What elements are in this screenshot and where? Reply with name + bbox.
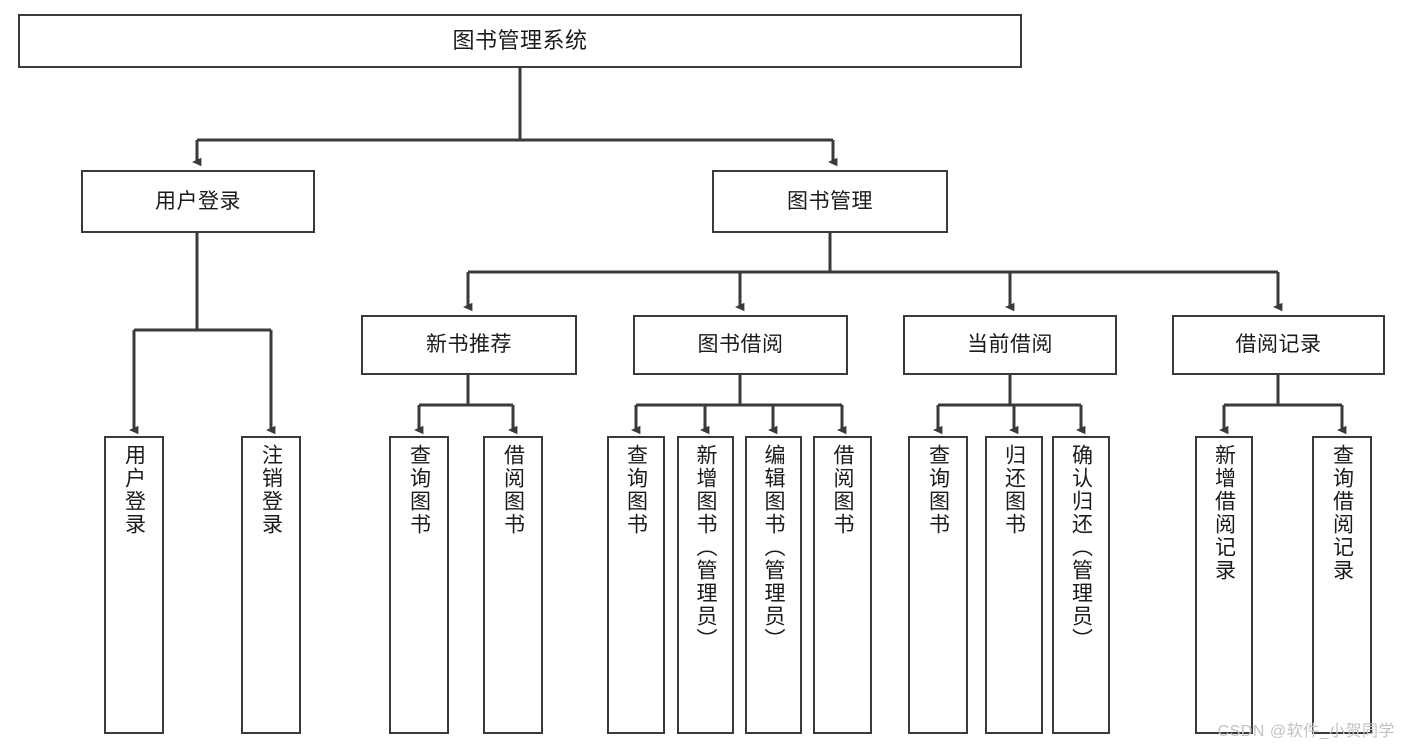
node-book-borrow-label: 图书借阅	[697, 333, 784, 357]
node-leaf-query-book-3[interactable]: 查询图书	[908, 436, 968, 734]
node-user-login-label: 用户登录	[155, 189, 241, 213]
node-leaf-query-record-label: 查询借阅记录	[1330, 444, 1354, 582]
node-leaf-query-book-1[interactable]: 查询图书	[389, 436, 449, 734]
node-book-borrow[interactable]: 图书借阅	[633, 315, 848, 375]
node-leaf-query-book-2-label: 查询图书	[624, 444, 648, 536]
node-leaf-borrow-book-1-label: 借阅图书	[501, 444, 525, 536]
node-leaf-user-login[interactable]: 用户登录	[104, 436, 164, 734]
node-new-book-rec[interactable]: 新书推荐	[361, 315, 577, 375]
node-leaf-add-book-label: 新增图书（管理员）	[694, 444, 717, 651]
node-leaf-confirm-return-label: 确认归还（管理员）	[1069, 444, 1093, 651]
node-current-borrow-label: 当前借阅	[967, 333, 1053, 357]
node-leaf-borrow-book-2[interactable]: 借阅图书	[813, 436, 872, 734]
node-root[interactable]: 图书管理系统	[18, 14, 1022, 68]
node-leaf-query-record[interactable]: 查询借阅记录	[1312, 436, 1372, 734]
node-root-label: 图书管理系统	[452, 27, 588, 53]
node-leaf-add-record-label: 新增借阅记录	[1212, 444, 1236, 582]
node-current-borrow[interactable]: 当前借阅	[903, 315, 1117, 375]
node-leaf-add-book[interactable]: 新增图书（管理员）	[677, 436, 734, 734]
node-leaf-logout-label: 注销登录	[259, 444, 283, 536]
node-user-login[interactable]: 用户登录	[81, 170, 315, 233]
node-leaf-edit-book-label: 编辑图书（管理员）	[762, 444, 785, 651]
node-book-manage[interactable]: 图书管理	[712, 170, 948, 233]
node-leaf-edit-book[interactable]: 编辑图书（管理员）	[745, 436, 802, 734]
node-borrow-record[interactable]: 借阅记录	[1172, 315, 1385, 375]
node-leaf-confirm-return[interactable]: 确认归还（管理员）	[1052, 436, 1110, 734]
node-new-book-rec-label: 新书推荐	[426, 333, 512, 357]
node-leaf-return-book-label: 归还图书	[1002, 444, 1026, 536]
node-leaf-logout[interactable]: 注销登录	[241, 436, 301, 734]
node-leaf-return-book[interactable]: 归还图书	[985, 436, 1043, 734]
node-leaf-query-book-1-label: 查询图书	[407, 444, 431, 536]
node-leaf-add-record[interactable]: 新增借阅记录	[1195, 436, 1253, 734]
node-leaf-query-book-2[interactable]: 查询图书	[607, 436, 665, 734]
node-book-manage-label: 图书管理	[787, 189, 873, 213]
node-borrow-record-label: 借阅记录	[1235, 333, 1322, 357]
node-leaf-user-login-label: 用户登录	[122, 444, 146, 536]
node-leaf-borrow-book-1[interactable]: 借阅图书	[483, 436, 543, 734]
node-leaf-borrow-book-2-label: 借阅图书	[831, 444, 854, 536]
node-leaf-query-book-3-label: 查询图书	[926, 444, 950, 536]
